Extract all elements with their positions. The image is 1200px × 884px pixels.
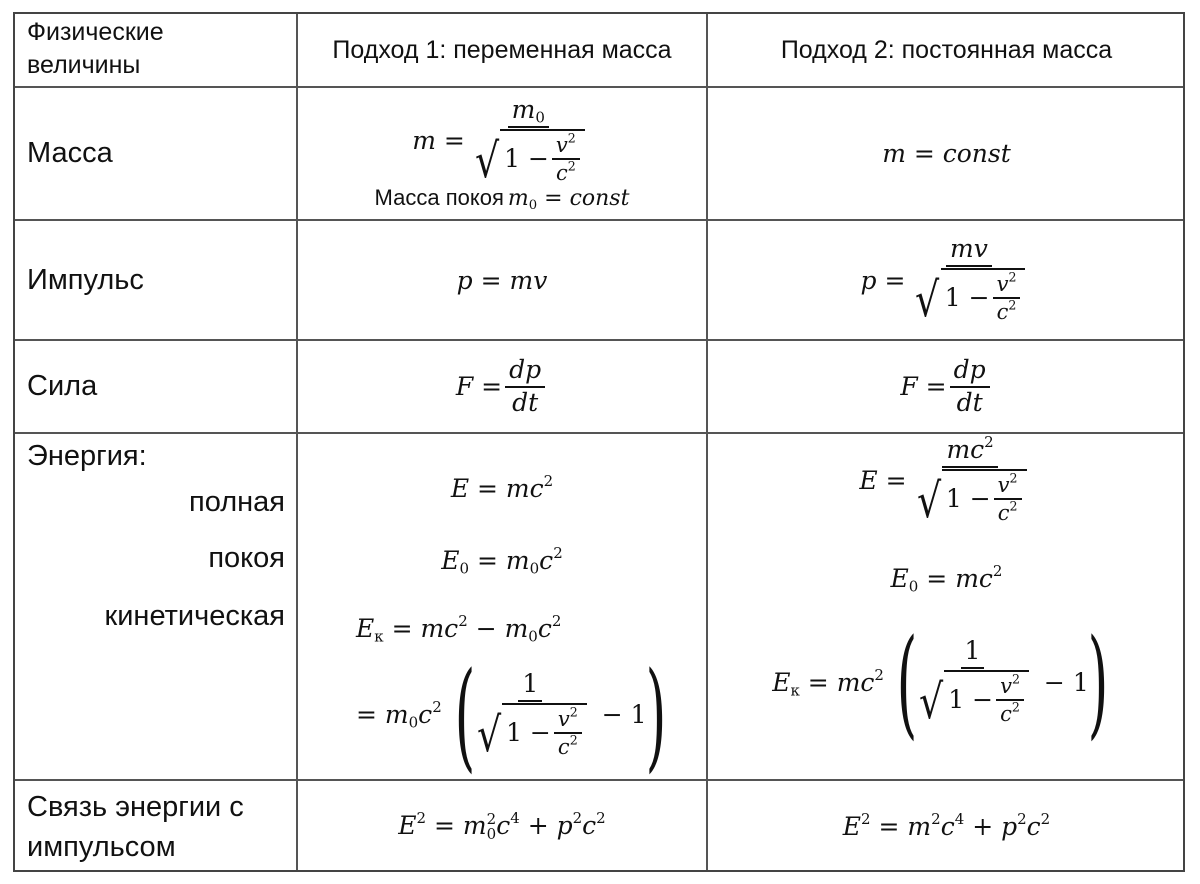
energy-approach-1: E = mc2 E0 = m0c2 Eк = mc2 − m0c2 = m0c2… [298, 434, 706, 779]
rest-energy-formula: E0 = m0c2 [441, 543, 563, 578]
header-approach-1: Подход 1: переменная масса [332, 35, 672, 64]
energy-momentum-formula: E2 = m2c4 + p2c2 [842, 809, 1051, 841]
row-divider [15, 779, 1183, 781]
right-paren-icon: ) [1087, 613, 1109, 751]
right-paren-icon: ) [645, 645, 666, 784]
row-divider [15, 86, 1183, 88]
column-divider [296, 14, 298, 870]
header-approach-2: Подход 2: постоянная масса [780, 35, 1113, 64]
row-divider [15, 432, 1183, 434]
label-energy-momentum-line1: Связь энергии с [27, 791, 244, 823]
header-quantities: Физические величины [27, 16, 295, 86]
header-quantities-line2: величины [27, 51, 141, 79]
mass-formula-constant: m = const [882, 139, 1011, 168]
label-momentum: Импульс [27, 263, 144, 296]
label-force: Сила [27, 370, 98, 402]
column-divider [706, 14, 708, 870]
rest-energy-formula: E0 = mc2 [890, 561, 1003, 596]
kinetic-energy-formula-line1: Eк = mc2 − m0c2 [356, 611, 562, 646]
rest-mass-note: Масса покоя m0 = const [374, 185, 630, 213]
physics-comparison-table: Физические величины Подход 1: переменная… [13, 12, 1185, 872]
mass-approach-2: m = const [708, 88, 1185, 219]
label-energy-kinetic: кинетическая [104, 600, 285, 632]
label-energy-group: Энергия: полная покоя кинетическая [27, 434, 285, 779]
row-divider [15, 219, 1183, 221]
momentum-formula-classic: p = mv [456, 265, 548, 295]
total-energy-formula: E = mc2 [450, 471, 554, 503]
momentum-approach-1: p = mv [298, 221, 706, 339]
row-divider [15, 339, 1183, 341]
left-paren-icon: ( [454, 645, 476, 784]
label-mass: Масса [27, 137, 113, 169]
header-quantities-line1: Физические [27, 18, 164, 46]
label-energy-momentum-line2: импульсом [27, 831, 176, 863]
label-energy-total: полная [189, 486, 285, 518]
label-energy-momentum: Связь энергии с импульсом [27, 781, 295, 872]
energy-momentum-approach-2: E2 = m2c4 + p2c2 [708, 781, 1185, 872]
label-energy: Энергия: [27, 440, 147, 472]
label-energy-rest: покоя [208, 542, 285, 574]
left-paren-icon: ( [896, 613, 918, 751]
